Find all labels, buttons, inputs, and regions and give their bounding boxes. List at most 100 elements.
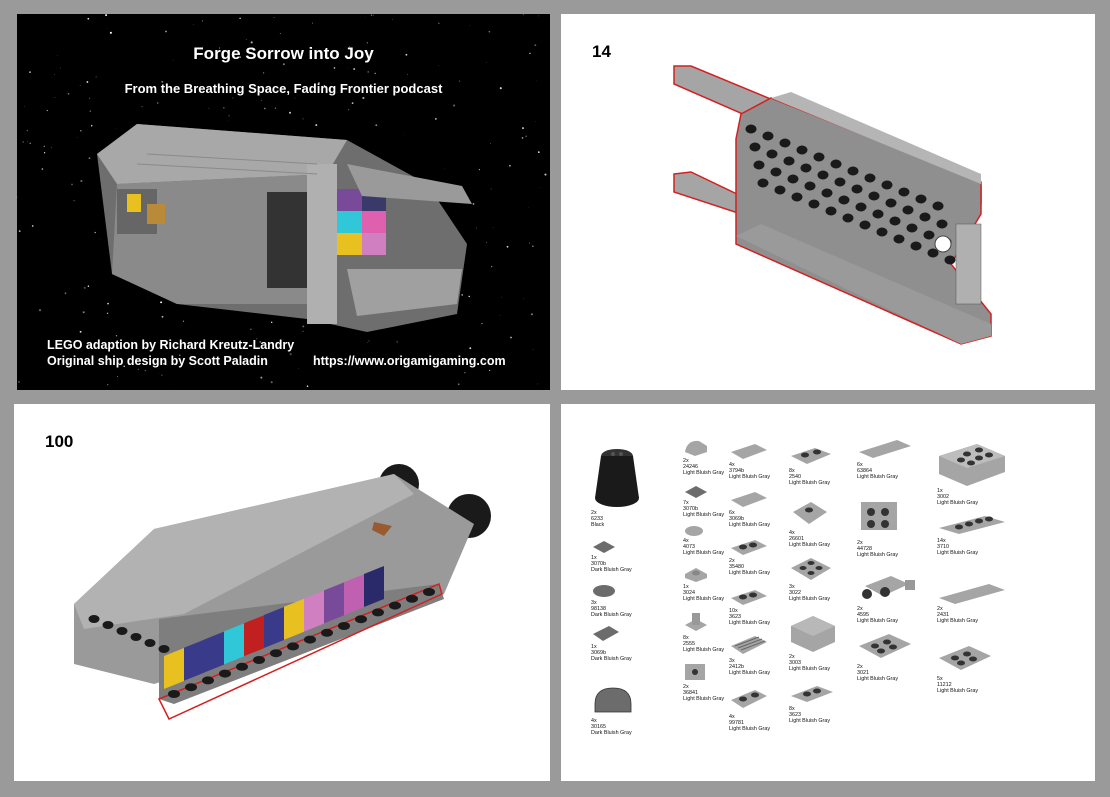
part-id: 2431 xyxy=(937,612,949,618)
part-id: 24246 xyxy=(683,464,698,470)
part-id: 3623 xyxy=(729,614,741,620)
cover-subtitle: From the Breathing Space, Fading Frontie… xyxy=(124,81,443,96)
part-id: 3022 xyxy=(789,590,801,596)
part-id: 44728 xyxy=(857,546,872,552)
part-icon xyxy=(937,514,1007,538)
part-qty: 4x xyxy=(729,714,735,720)
part-qty: 1x xyxy=(591,644,597,650)
part-icon xyxy=(729,490,770,510)
part-id: 3070b xyxy=(683,506,698,512)
part-qty: 2x xyxy=(857,664,863,670)
part-qty: 3x xyxy=(591,600,597,606)
part-icon xyxy=(729,588,770,608)
part-qty: 3x xyxy=(789,584,795,590)
cover-title: Forge Sorrow into Joy xyxy=(193,44,374,63)
part-color: Light Bluish Gray xyxy=(683,696,725,702)
instruction-step-page: 100 xyxy=(14,404,550,781)
credit-adaption: LEGO adaption by Richard Kreutz-Landry xyxy=(47,338,295,352)
instruction-step-page: 14 xyxy=(561,14,1095,390)
part-id: 4595 xyxy=(857,612,869,618)
part-color: Light Bluish Gray xyxy=(729,726,771,732)
part-icon xyxy=(857,498,901,540)
part-qty: 2x xyxy=(937,606,943,612)
part-id: 3070b xyxy=(591,561,606,567)
part-qty: 1x xyxy=(591,555,597,561)
part-color: Light Bluish Gray xyxy=(789,666,831,672)
part-icon xyxy=(789,684,835,706)
part-id: 63864 xyxy=(857,468,872,474)
part-icon xyxy=(789,444,833,468)
part-id: 3021 xyxy=(857,670,869,676)
step-number: 100 xyxy=(45,432,74,451)
part-qty: 8x xyxy=(683,635,689,641)
part-icon xyxy=(789,498,830,530)
part-qty: 2x xyxy=(683,458,689,464)
part-icon xyxy=(937,644,993,676)
part-icon xyxy=(789,614,837,654)
part-color: Light Bluish Gray xyxy=(729,570,771,576)
part-color: Light Bluish Gray xyxy=(683,512,725,518)
part-color: Light Bluish Gray xyxy=(857,618,899,624)
part-id: 3710 xyxy=(937,544,949,550)
part-qty: 1x xyxy=(937,488,943,494)
part-icon xyxy=(937,442,1007,488)
part-color: Dark Bluish Gray xyxy=(591,730,632,736)
part-color: Light Bluish Gray xyxy=(857,474,899,480)
part-color: Light Bluish Gray xyxy=(729,522,771,528)
cover-url: https://www.origamigaming.com xyxy=(313,354,506,368)
part-qty: 5x xyxy=(937,676,943,682)
part-id: 2412b xyxy=(729,664,744,670)
part-id: 26601 xyxy=(789,536,804,542)
part-qty: 2x xyxy=(591,510,597,516)
cover-page: Forge Sorrow into Joy From the Breathing… xyxy=(17,14,550,390)
part-qty: 4x xyxy=(729,462,735,468)
part-id: 35480 xyxy=(729,564,744,570)
part-qty: 2x xyxy=(683,684,689,690)
part-qty: 2x xyxy=(729,558,735,564)
part-icon xyxy=(729,688,770,714)
part-color: Light Bluish Gray xyxy=(683,550,725,556)
part-color: Light Bluish Gray xyxy=(683,647,725,653)
part-id: 98138 xyxy=(591,606,606,612)
part-id: 3069b xyxy=(591,650,606,656)
part-icon xyxy=(789,554,833,584)
part-icon xyxy=(729,634,770,658)
part-icon xyxy=(591,624,632,644)
step-number: 14 xyxy=(592,42,611,61)
part-color: Light Bluish Gray xyxy=(937,688,979,694)
part-id: 6233 xyxy=(591,516,603,522)
part-color: Light Bluish Gray xyxy=(789,596,831,602)
part-icon xyxy=(683,524,724,538)
part-id: 2540 xyxy=(789,474,801,480)
part-qty: 8x xyxy=(789,706,795,712)
